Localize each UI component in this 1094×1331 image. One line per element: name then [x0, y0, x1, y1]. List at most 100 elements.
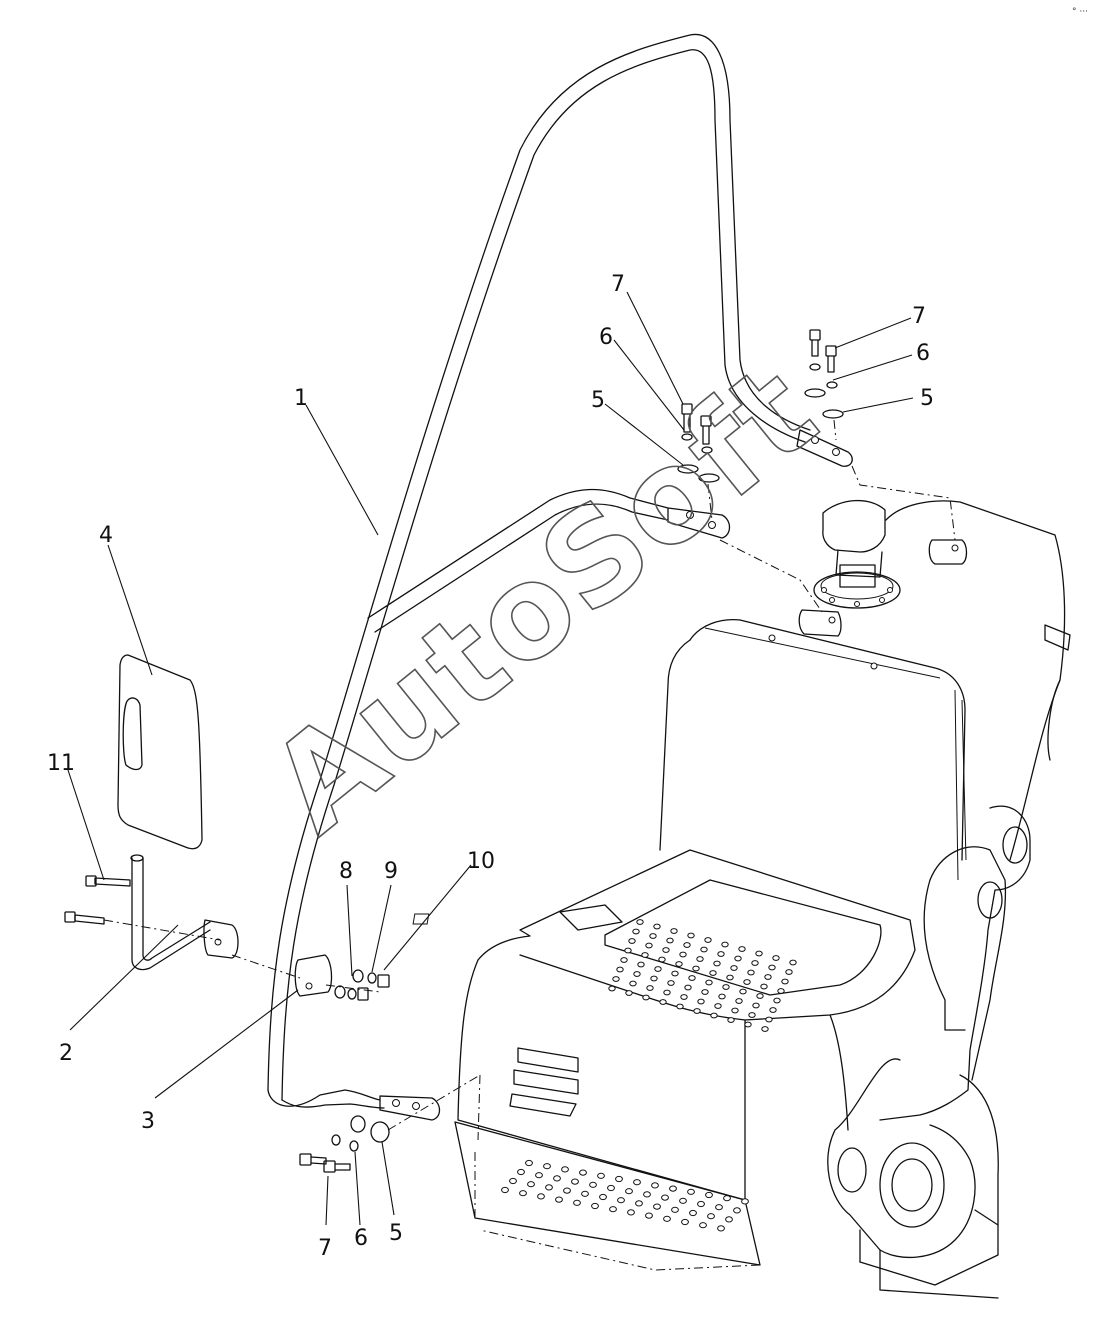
grille-hole — [752, 1002, 760, 1009]
grille-hole — [747, 969, 755, 976]
grille-hole — [671, 1206, 679, 1213]
grille-hole — [615, 1175, 623, 1183]
grille-hole — [659, 999, 667, 1005]
grille-hole — [721, 941, 729, 948]
grille-hole — [768, 964, 776, 971]
grille-hole — [632, 928, 640, 935]
label-part-2: 2 — [59, 1041, 73, 1066]
lower-box — [412, 849, 916, 1271]
grille-hole — [517, 1168, 525, 1176]
grille-hole — [645, 1212, 653, 1219]
grille-hole — [772, 955, 780, 961]
grille-hole — [661, 1194, 669, 1201]
grille-hole — [697, 1200, 705, 1208]
grille-hole — [730, 965, 738, 971]
grille-hole — [607, 1184, 615, 1192]
grille-hole — [653, 1203, 661, 1210]
mounting-pads — [798, 539, 968, 637]
grille-hole — [680, 994, 688, 1000]
grille-hole — [608, 985, 616, 992]
fuel-tank — [659, 619, 967, 881]
grille-hole — [676, 1003, 684, 1010]
grille-hole — [717, 1225, 725, 1232]
grille-hole — [633, 1179, 641, 1186]
grille-hole — [734, 955, 742, 962]
grille-hole — [641, 952, 649, 958]
grille-hole — [653, 923, 661, 930]
label-part-1: 1 — [294, 386, 308, 411]
label-part-6-top-middle: 6 — [599, 325, 613, 350]
grille-hole — [744, 1021, 752, 1028]
grille-hole — [669, 1185, 677, 1192]
grille-hole — [769, 1007, 777, 1013]
grille-hole — [697, 998, 705, 1005]
grille-hole — [589, 1181, 597, 1188]
cover-plate-part-4 — [117, 654, 203, 850]
grille-hole — [761, 1026, 769, 1032]
grille-hole — [663, 989, 671, 996]
grille-hole — [597, 1172, 605, 1179]
grille-hole — [781, 978, 789, 985]
grille-hole — [689, 1209, 697, 1217]
grille-hole — [692, 965, 700, 972]
tray-grille-holes — [501, 1159, 749, 1232]
grille-hole — [707, 1213, 715, 1220]
grille-hole — [684, 984, 692, 991]
grille-hole — [651, 1182, 659, 1189]
label-part-7-bottom: 7 — [318, 1236, 332, 1261]
label-part-10: 10 — [467, 849, 495, 874]
grille-hole — [760, 983, 768, 990]
grille-hole — [670, 928, 678, 934]
label-part-7-top-right: 7 — [912, 304, 926, 329]
grille-hole — [579, 1169, 587, 1176]
grille-hole — [700, 946, 708, 953]
grille-hole — [710, 1012, 718, 1019]
grille-hole — [748, 1012, 756, 1018]
grille-hole — [649, 933, 657, 939]
grille-hole — [553, 1175, 561, 1182]
grille-hole — [741, 1198, 749, 1205]
grille-hole — [714, 1003, 722, 1009]
grille-hole — [654, 966, 662, 972]
handrail-part-1 — [267, 33, 853, 1121]
grille-hole — [633, 971, 641, 977]
grille-hole — [701, 989, 709, 995]
grille-hole — [643, 1191, 651, 1198]
grille-hole — [625, 990, 633, 996]
corner-mark: ° ··· — [1072, 7, 1088, 17]
grille-hole — [704, 937, 712, 943]
grille-hole — [646, 985, 654, 991]
leader-lines — [67, 291, 914, 1226]
grille-hole — [666, 937, 674, 944]
grille-hole — [545, 1184, 553, 1191]
grille-hole — [743, 979, 751, 985]
grille-hole — [650, 975, 658, 982]
grille-hole — [628, 938, 636, 944]
grille-hole — [591, 1202, 599, 1210]
grille-hole — [616, 966, 624, 973]
grille-hole — [693, 1008, 701, 1014]
grille-hole — [756, 993, 764, 999]
grille-hole — [667, 980, 675, 986]
grille-hole — [624, 947, 632, 954]
label-part-6-bottom: 6 — [354, 1226, 368, 1251]
grille-hole — [627, 1209, 635, 1216]
grille-hole — [571, 1178, 579, 1185]
label-part-6-top-right: 6 — [916, 341, 930, 366]
grille-hole — [635, 1200, 643, 1207]
grille-hole — [609, 1206, 617, 1213]
grille-hole — [581, 1190, 589, 1197]
grille-hole — [735, 998, 743, 1004]
grille-hole — [620, 957, 628, 963]
grille-hole — [679, 1197, 687, 1204]
grille-hole — [563, 1187, 571, 1194]
fasteners-left — [64, 875, 390, 1001]
machine-frame — [859, 500, 1071, 1286]
grille-hole — [723, 1195, 731, 1202]
grille-hole — [625, 1188, 633, 1195]
grille-hole — [555, 1196, 563, 1203]
grille-hole — [731, 1007, 739, 1014]
grille-hole — [537, 1193, 545, 1200]
label-part-4: 4 — [99, 523, 113, 548]
